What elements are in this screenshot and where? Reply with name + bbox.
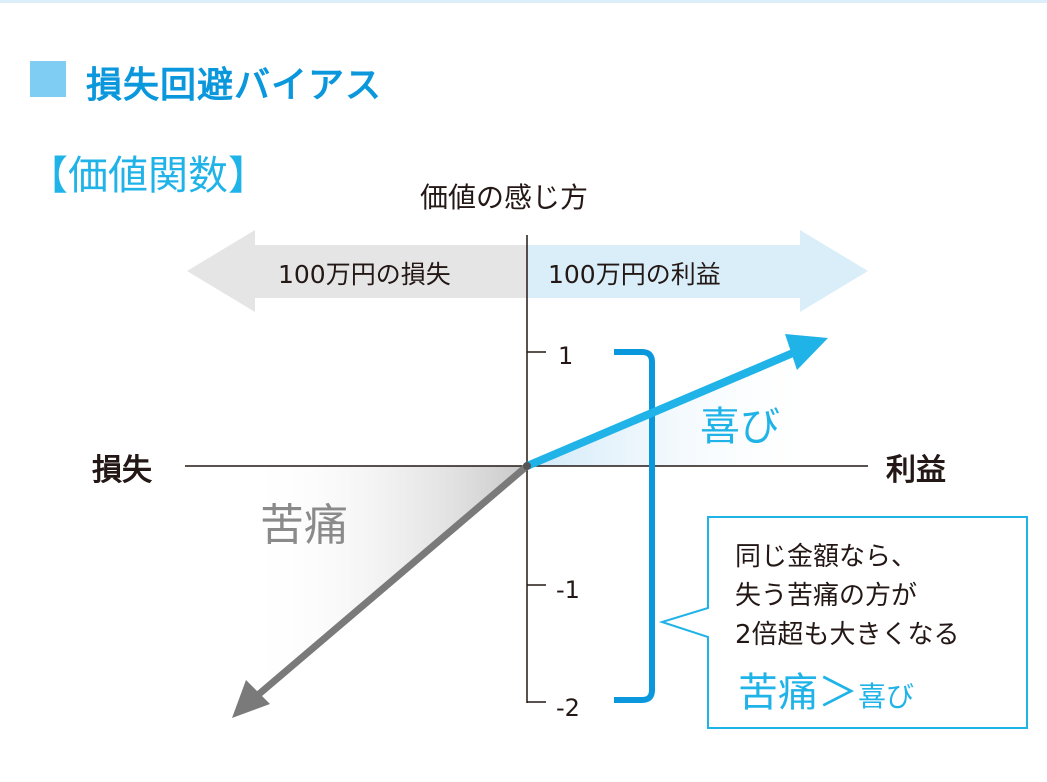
loss-arrow-label: 100万円の損失: [278, 260, 451, 289]
top-border: [0, 0, 1047, 3]
tick-label-1: 1: [558, 342, 573, 370]
gain-arrow-head: [785, 334, 828, 370]
diagram-subtitle: 【価値関数】: [28, 153, 268, 199]
loss-arrow-shape: [187, 230, 527, 312]
tick-label-minus1: -1: [556, 576, 580, 604]
gain-arrow-line: [525, 346, 802, 470]
page-title: 損失回避バイアス: [86, 65, 383, 106]
gain-label: 喜び: [700, 404, 780, 450]
callout-line: 同じ金額なら、: [735, 542, 918, 572]
callout-line: 2倍超も大きくなる: [735, 620, 960, 650]
x-left-label: 損失: [92, 453, 153, 488]
y-axis-label: 価値の感じ方: [420, 181, 588, 214]
comparison-bracket: [614, 349, 655, 703]
callout-text: 同じ金額なら、 失う苦痛の方が 2倍超も大きくなる: [735, 538, 960, 655]
compare-big: 苦痛＞: [738, 670, 858, 716]
x-right-label: 利益: [886, 453, 946, 488]
gain-arrow-shape: [527, 230, 868, 312]
pain-label: 苦痛: [260, 500, 348, 551]
pain-arrow-head: [232, 680, 270, 718]
gain-arrow-label: 100万円の利益: [548, 260, 721, 289]
compare-small: 喜び: [858, 680, 915, 713]
pain-arrow-line: [249, 463, 530, 703]
callout-line: 失う苦痛の方が: [735, 581, 918, 611]
callout-box: [658, 516, 1028, 729]
tick-label-minus2: -2: [556, 694, 580, 722]
pain-vs-gain-comparison: 苦痛＞喜び: [738, 660, 914, 718]
title-square-icon: [30, 61, 66, 97]
origin-point: [523, 462, 531, 470]
